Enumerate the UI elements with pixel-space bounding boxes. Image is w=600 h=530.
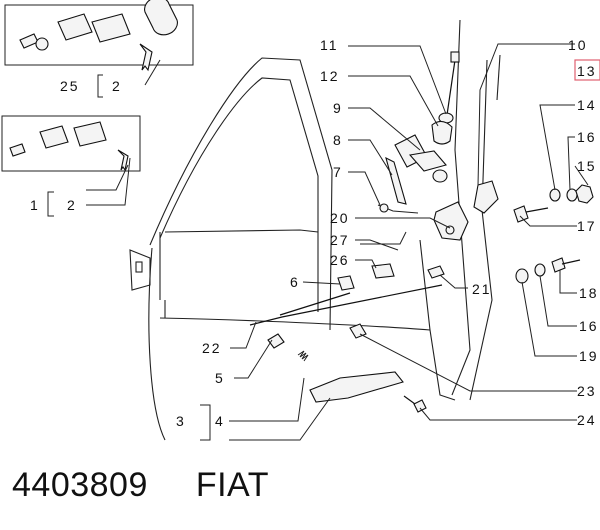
callout-13: 13 <box>577 63 597 79</box>
callout-5: 5 <box>215 370 225 386</box>
callout-13-highlight <box>574 59 600 81</box>
callout-18: 18 <box>579 285 599 301</box>
callout-17: 17 <box>577 218 597 234</box>
callout-22: 22 <box>202 340 222 356</box>
callout-8: 8 <box>333 132 343 148</box>
callout-23: 23 <box>577 383 597 399</box>
callout-9: 9 <box>333 100 343 116</box>
callout-21: 21 <box>472 281 492 297</box>
key-set-box-1 <box>1 115 141 172</box>
callout-7: 7 <box>333 164 343 180</box>
callout-16b: 16 <box>579 318 599 334</box>
callout-25: 25 <box>60 78 80 94</box>
part-number: 4403809 <box>12 466 148 504</box>
door-outline <box>129 19 501 441</box>
callout-24: 24 <box>577 412 597 428</box>
callout-6: 6 <box>290 274 300 290</box>
callout-12: 12 <box>320 68 340 84</box>
callout-20: 20 <box>330 210 350 226</box>
callout-10: 10 <box>568 37 588 53</box>
footer: 4403809 FIAT <box>12 466 269 505</box>
callout-2a: 2 <box>112 78 122 94</box>
callout-numbers: 11 12 9 8 7 20 27 26 6 21 22 5 3 4 10 13… <box>30 37 600 429</box>
callout-11: 11 <box>320 37 339 53</box>
key-set-box-25 <box>4 0 194 72</box>
callout-3: 3 <box>176 413 186 429</box>
callout-14: 14 <box>577 97 597 113</box>
leader-lines <box>47 43 589 441</box>
part-drawings <box>249 51 594 413</box>
callout-26: 26 <box>330 252 350 268</box>
callout-15: 15 <box>577 158 597 174</box>
callout-19: 19 <box>579 348 599 364</box>
callout-4: 4 <box>215 413 225 429</box>
brand-name: FIAT <box>195 466 269 504</box>
callout-1: 1 <box>30 197 40 213</box>
callout-2b: 2 <box>67 197 77 213</box>
callout-16a: 16 <box>577 129 597 145</box>
callout-27: 27 <box>330 232 350 248</box>
